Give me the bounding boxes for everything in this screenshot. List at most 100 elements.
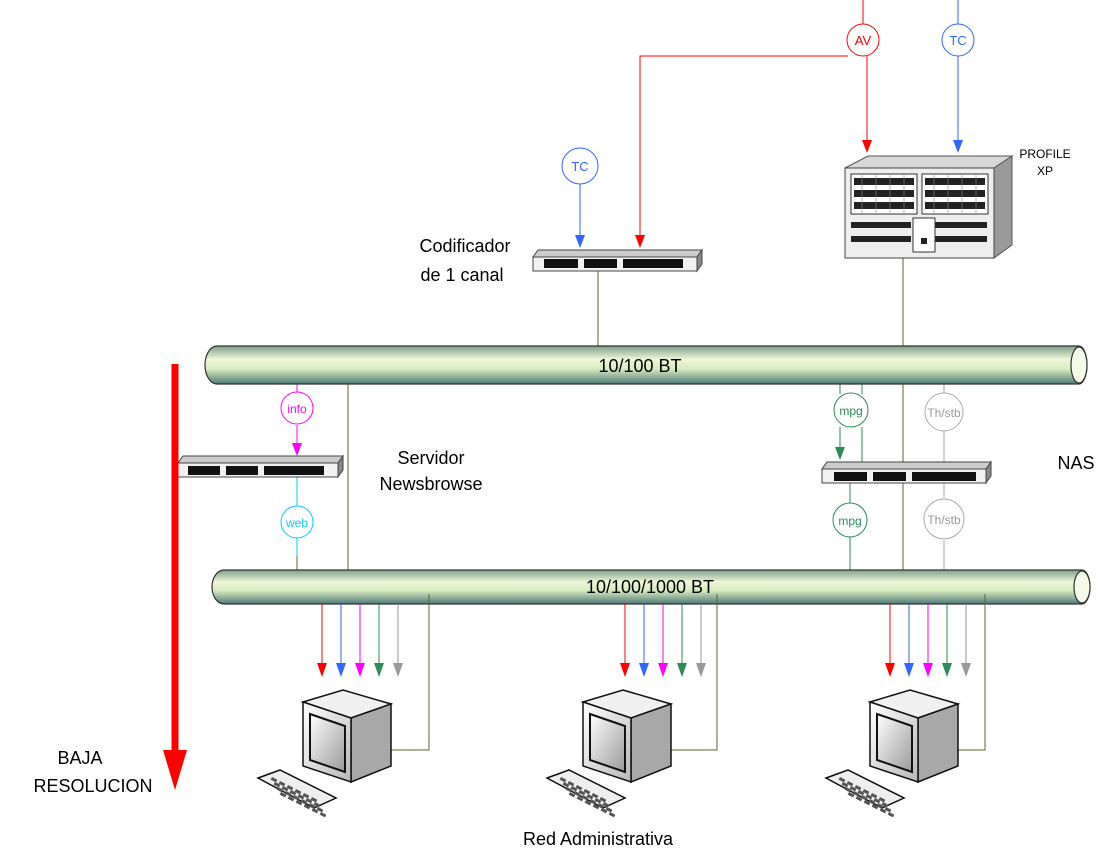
- newsbrowse-server: [177, 454, 344, 479]
- keyboard-key: [273, 782, 281, 788]
- keyboard-key: [270, 776, 278, 783]
- signal-av-label: AV: [855, 33, 872, 48]
- profile-label-line1: PROFILE: [1019, 147, 1070, 161]
- keyboard-key: [586, 793, 594, 800]
- bus-bottom-pipe: [211, 569, 1091, 605]
- keyboard-key: [303, 803, 311, 810]
- signal-drop-arrow: [620, 663, 630, 677]
- keyboard-key: [847, 792, 855, 798]
- keyboard-key: [589, 799, 597, 805]
- keyboard-key: [849, 786, 857, 792]
- signal-drop-arrow: [374, 663, 384, 677]
- signal-drop-arrow: [336, 663, 346, 677]
- bus-bottom-label: 10/100/1000 BT: [586, 577, 714, 597]
- signal-drop-arrow: [942, 663, 952, 677]
- keyboard-key: [852, 791, 860, 797]
- keyboard-key: [313, 802, 321, 808]
- keyboard-key: [302, 793, 310, 799]
- monitor-side: [630, 702, 672, 784]
- keyboard-key: [308, 803, 316, 809]
- workstation-2: [545, 594, 718, 818]
- keyboard-key: [570, 785, 578, 792]
- low-resolution-arrow: [163, 364, 187, 790]
- signal-info: info: [280, 391, 314, 425]
- keyboard-key: [568, 792, 576, 798]
- bus-top-pipe: [204, 345, 1088, 385]
- keyboard-key: [841, 782, 849, 788]
- keyboard-key: [583, 789, 591, 795]
- keyboard-key: [602, 802, 610, 808]
- signal-drop-arrow: [696, 663, 706, 677]
- connection-lines: [296, 258, 904, 570]
- keyboard-key: [887, 812, 895, 818]
- monitor-side: [350, 702, 392, 784]
- signal-thstb-bottom-label: Th/stb: [927, 513, 961, 527]
- baja-label-line1: BAJA: [57, 748, 102, 768]
- keyboard-key: [294, 789, 302, 795]
- keyboard-key: [855, 795, 863, 802]
- keyboard-key: [854, 785, 862, 791]
- servidor-label-line1: Servidor: [397, 448, 464, 468]
- keyboard-key: [310, 796, 318, 803]
- keyboard-key: [305, 798, 313, 804]
- bus-top-label: 10/100 BT: [598, 356, 681, 376]
- profile-xp-server: [844, 155, 1014, 259]
- workstation-1: [256, 594, 430, 818]
- signal-thstb-top-label: Th/stb: [927, 406, 961, 420]
- keyboard-key: [573, 791, 581, 797]
- network-cable: [391, 594, 430, 751]
- signal-mpg-bottom-label: mpg: [838, 514, 861, 528]
- signal-drop-arrow: [355, 663, 365, 677]
- profile-label-line2: XP: [1037, 164, 1053, 178]
- mpg-arrow: [835, 447, 845, 460]
- nas-device: [821, 460, 992, 485]
- keyboard-key: [844, 786, 852, 793]
- keyboard-key: [600, 808, 608, 814]
- signal-mpg-top-label: mpg: [839, 404, 862, 418]
- keyboard-key: [581, 795, 589, 801]
- signal-drop-arrow: [885, 663, 895, 677]
- keyboard-key: [279, 792, 287, 798]
- network-cable: [671, 594, 718, 751]
- signal-thstb-top: Th/stb: [924, 392, 964, 432]
- keyboard-key: [594, 798, 602, 804]
- keyboard-key: [884, 807, 892, 813]
- keyboard-key: [584, 800, 592, 806]
- red-administrativa-label: Red Administrativa: [523, 829, 674, 849]
- feed-lines: [575, 0, 963, 248]
- keyboard-key: [878, 797, 886, 803]
- keyboard-key: [559, 776, 567, 783]
- signal-tc-top: TC: [941, 23, 975, 57]
- signal-drop-arrow: [317, 663, 327, 677]
- signal-tc-encoder-label: TC: [571, 159, 588, 174]
- signal-thstb-bottom: Th/stb: [923, 498, 965, 540]
- keyboard-key: [276, 786, 284, 793]
- monitor-screen: [876, 712, 913, 774]
- keyboard-key: [881, 802, 889, 808]
- keyboard-key: [300, 799, 308, 805]
- keyboard-key: [284, 791, 292, 797]
- signal-drop-arrow: [677, 663, 687, 677]
- keyboard-key: [865, 794, 873, 800]
- nas-label: NAS: [1057, 453, 1094, 473]
- keyboard-key: [311, 808, 319, 814]
- newsbrowse-links: [292, 384, 302, 556]
- encoder-device: [532, 248, 703, 273]
- keyboard-key: [281, 785, 289, 792]
- keyboard-key: [578, 790, 586, 796]
- network-cable: [958, 594, 986, 751]
- keyboard-key: [295, 800, 303, 806]
- keyboard-key: [316, 807, 324, 813]
- keyboard-key: [870, 793, 878, 799]
- keyboard-key: [565, 786, 573, 793]
- keyboard-key: [838, 777, 846, 783]
- keyboard-key: [562, 782, 570, 788]
- keyboard-key: [287, 795, 295, 802]
- keyboard-key: [863, 800, 871, 806]
- signal-tc-top-label: TC: [949, 33, 966, 48]
- keyboard-key: [576, 796, 584, 802]
- keyboard-key: [591, 793, 599, 799]
- keyboard-key: [289, 790, 297, 796]
- keyboard-key: [599, 796, 607, 803]
